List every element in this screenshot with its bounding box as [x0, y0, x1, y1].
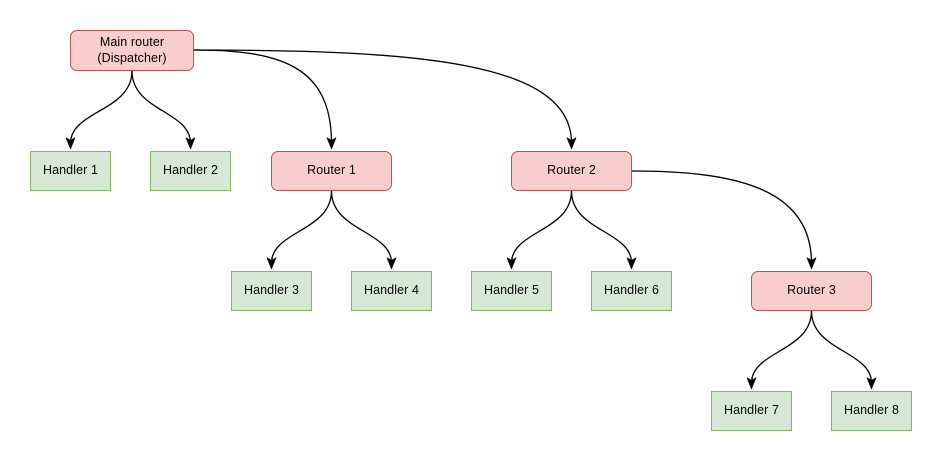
node-r1[interactable]: Router 1 — [271, 151, 392, 191]
node-label-h2: Handler 2 — [162, 163, 219, 178]
node-h4[interactable]: Handler 4 — [351, 271, 432, 311]
edge-r2-to-h6 — [570, 190, 637, 270]
edges-group — [65, 49, 877, 390]
node-label-r3: Router 3 — [787, 283, 836, 298]
node-h8[interactable]: Handler 8 — [831, 391, 912, 431]
node-h3[interactable]: Handler 3 — [231, 271, 312, 311]
node-label-h1: Handler 1 — [42, 163, 99, 178]
node-r2[interactable]: Router 2 — [511, 151, 632, 191]
node-main[interactable]: Main router (Dispatcher) — [70, 30, 194, 71]
edge-main-to-h1 — [65, 70, 133, 150]
node-label-r1: Router 1 — [307, 163, 356, 178]
node-label-h5: Handler 5 — [483, 283, 540, 298]
edge-main-to-r1 — [193, 49, 337, 150]
edge-main-to-h2 — [131, 70, 196, 150]
edge-r1-to-h4 — [330, 190, 397, 270]
node-h2[interactable]: Handler 2 — [150, 151, 231, 191]
edge-r3-to-h8 — [810, 310, 877, 390]
node-h7[interactable]: Handler 7 — [711, 391, 792, 431]
edge-r3-to-h7 — [746, 310, 813, 390]
node-h6[interactable]: Handler 6 — [591, 271, 672, 311]
edge-r1-to-h3 — [266, 190, 333, 270]
node-label-r2: Router 2 — [547, 163, 596, 178]
edge-r2-to-h5 — [506, 190, 573, 270]
node-label-h6: Handler 6 — [603, 283, 660, 298]
node-label-h4: Handler 4 — [363, 283, 420, 298]
node-label-h7: Handler 7 — [723, 403, 780, 418]
node-label-h8: Handler 8 — [843, 403, 900, 418]
node-label-main: Main router (Dispatcher) — [97, 34, 167, 65]
node-h5[interactable]: Handler 5 — [471, 271, 552, 311]
node-r3[interactable]: Router 3 — [751, 271, 872, 311]
edge-r2-to-r3 — [631, 170, 817, 270]
node-h1[interactable]: Handler 1 — [30, 151, 111, 191]
edge-main-to-r2 — [193, 49, 577, 150]
node-label-h3: Handler 3 — [243, 283, 300, 298]
